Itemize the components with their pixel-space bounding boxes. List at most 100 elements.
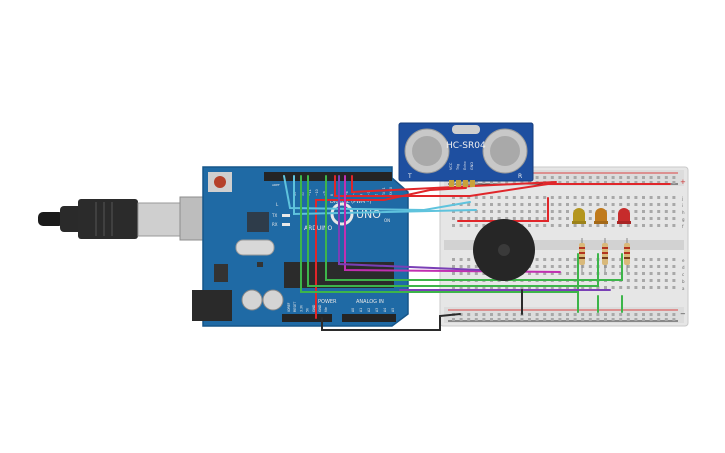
breadboard-hole[interactable] [474, 210, 478, 213]
breadboard-hole[interactable] [520, 210, 524, 213]
breadboard-hole[interactable] [664, 176, 668, 179]
breadboard-hole[interactable] [543, 210, 547, 213]
breadboard-hole[interactable] [596, 181, 600, 184]
breadboard-hole[interactable] [573, 286, 577, 289]
breadboard-hole[interactable] [588, 176, 592, 179]
breadboard-hole[interactable] [520, 286, 524, 289]
breadboard-hole[interactable] [535, 272, 539, 275]
breadboard-hole[interactable] [558, 318, 562, 321]
breadboard-hole[interactable] [642, 203, 645, 206]
breadboard-hole[interactable] [634, 176, 638, 179]
breadboard-hole[interactable] [452, 286, 455, 289]
breadboard-hole[interactable] [467, 272, 471, 275]
breadboard-hole[interactable] [452, 210, 455, 213]
breadboard-hole[interactable] [482, 203, 486, 206]
wire-red-led[interactable] [457, 197, 549, 222]
breadboard-hole[interactable] [490, 181, 493, 184]
breadboard-hole[interactable] [512, 210, 516, 213]
breadboard-hole[interactable] [566, 224, 569, 227]
breadboard-hole[interactable] [642, 181, 645, 184]
breadboard-hole[interactable] [467, 258, 471, 261]
led-red[interactable] [617, 208, 631, 224]
breadboard-hole[interactable] [581, 286, 585, 289]
breadboard-hole[interactable] [588, 313, 592, 316]
breadboard-hole[interactable] [619, 318, 623, 321]
breadboard-hole[interactable] [581, 196, 585, 199]
breadboard-hole[interactable] [634, 265, 638, 268]
breadboard-hole[interactable] [474, 196, 478, 199]
breadboard-hole[interactable] [604, 176, 607, 179]
breadboard-hole[interactable] [626, 181, 630, 184]
breadboard-hole[interactable] [573, 203, 577, 206]
breadboard-hole[interactable] [657, 279, 661, 282]
breadboard-hole[interactable] [512, 196, 516, 199]
breadboard-hole[interactable] [573, 318, 577, 321]
breadboard-hole[interactable] [581, 272, 585, 275]
breadboard-hole[interactable] [497, 196, 501, 199]
breadboard-hole[interactable] [657, 224, 661, 227]
breadboard-hole[interactable] [657, 196, 661, 199]
breadboard-hole[interactable] [566, 318, 569, 321]
breadboard-hole[interactable] [528, 313, 531, 316]
breadboard-hole[interactable] [619, 196, 623, 199]
breadboard-hole[interactable] [550, 203, 554, 206]
breadboard-hole[interactable] [626, 176, 630, 179]
breadboard-hole[interactable] [664, 196, 668, 199]
breadboard-hole[interactable] [482, 318, 486, 321]
breadboard-hole[interactable] [573, 272, 577, 275]
breadboard-hole[interactable] [467, 210, 471, 213]
breadboard-hole[interactable] [490, 203, 493, 206]
breadboard-hole[interactable] [611, 196, 615, 199]
breadboard-hole[interactable] [566, 265, 569, 268]
breadboard-hole[interactable] [512, 181, 516, 184]
breadboard-hole[interactable] [626, 203, 630, 206]
breadboard-hole[interactable] [566, 217, 569, 220]
breadboard-hole[interactable] [505, 196, 509, 199]
breadboard-hole[interactable] [558, 286, 562, 289]
breadboard-hole[interactable] [672, 224, 676, 227]
breadboard-hole[interactable] [543, 258, 547, 261]
breadboard-hole[interactable] [467, 196, 471, 199]
breadboard-hole[interactable] [611, 217, 615, 220]
breadboard-hole[interactable] [558, 313, 562, 316]
breadboard-hole[interactable] [512, 203, 516, 206]
breadboard-hole[interactable] [619, 224, 623, 227]
breadboard-hole[interactable] [550, 272, 554, 275]
breadboard-hole[interactable] [649, 196, 653, 199]
breadboard-hole[interactable] [581, 181, 585, 184]
breadboard-hole[interactable] [467, 313, 471, 316]
breadboard-hole[interactable] [520, 217, 524, 220]
breadboard-hole[interactable] [474, 224, 478, 227]
breadboard-hole[interactable] [626, 286, 630, 289]
breadboard-hole[interactable] [550, 176, 554, 179]
breadboard-hole[interactable] [649, 176, 653, 179]
breadboard-hole[interactable] [672, 286, 676, 289]
breadboard-hole[interactable] [588, 265, 592, 268]
breadboard-hole[interactable] [657, 176, 661, 179]
breadboard-hole[interactable] [505, 210, 509, 213]
breadboard-hole[interactable] [452, 272, 455, 275]
breadboard-hole[interactable] [550, 217, 554, 220]
breadboard-hole[interactable] [649, 313, 653, 316]
breadboard-hole[interactable] [558, 272, 562, 275]
breadboard-hole[interactable] [452, 265, 455, 268]
breadboard-hole[interactable] [474, 265, 478, 268]
breadboard-hole[interactable] [626, 272, 630, 275]
breadboard-hole[interactable] [535, 265, 539, 268]
breadboard-hole[interactable] [604, 286, 607, 289]
breadboard-hole[interactable] [604, 313, 607, 316]
breadboard-hole[interactable] [619, 176, 623, 179]
breadboard-hole[interactable] [558, 181, 562, 184]
breadboard-hole[interactable] [596, 313, 600, 316]
breadboard-hole[interactable] [497, 203, 501, 206]
breadboard-hole[interactable] [634, 181, 638, 184]
breadboard-hole[interactable] [588, 196, 592, 199]
breadboard-hole[interactable] [543, 217, 547, 220]
breadboard-hole[interactable] [611, 224, 615, 227]
breadboard-hole[interactable] [657, 313, 661, 316]
breadboard-hole[interactable] [649, 265, 653, 268]
breadboard-hole[interactable] [459, 313, 463, 316]
breadboard-hole[interactable] [604, 224, 607, 227]
breadboard-hole[interactable] [497, 318, 501, 321]
breadboard-hole[interactable] [642, 272, 645, 275]
